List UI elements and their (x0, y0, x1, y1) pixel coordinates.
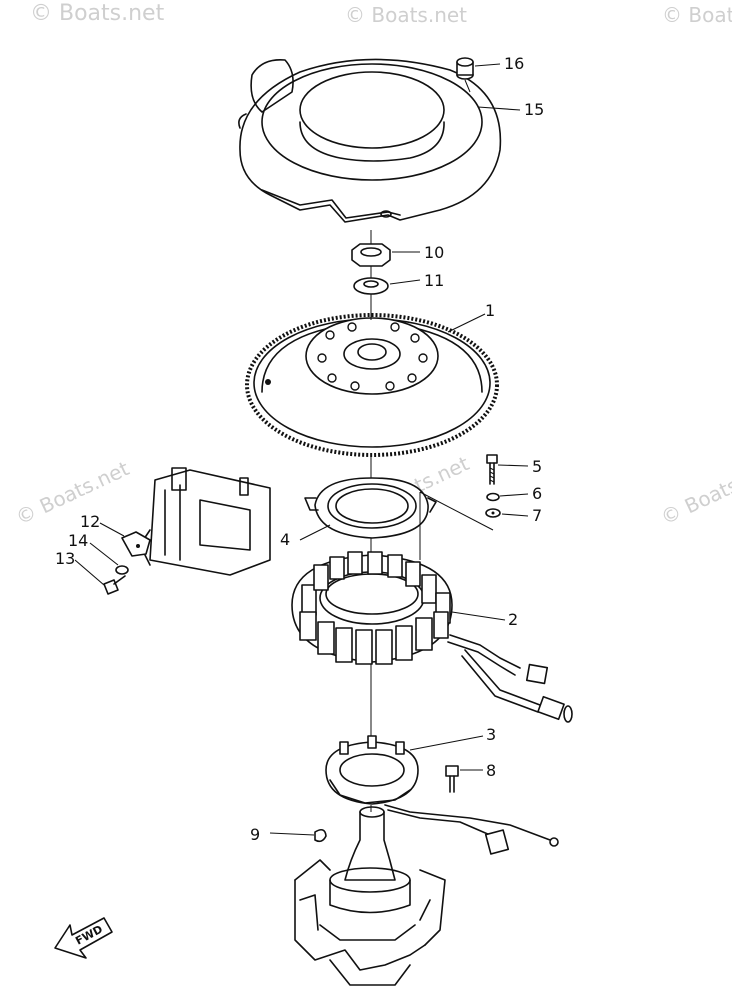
grommet (456, 57, 474, 93)
callout-labels: 1 2 3 4 5 6 7 8 9 10 11 12 13 14 15 16 (55, 54, 544, 844)
stator-base-plate (304, 477, 437, 539)
callout-10: 10 (424, 243, 444, 262)
screw-13 (103, 575, 126, 595)
callout-13: 13 (55, 549, 75, 568)
flywheel (245, 313, 499, 457)
watermark-text: © Boats.net (345, 3, 467, 27)
flywheel-cover (238, 58, 502, 223)
watermark-text: © Boats.net (30, 1, 165, 26)
pulser-coil (325, 735, 559, 855)
callout-16: 16 (504, 54, 524, 73)
cable-clamp (121, 531, 151, 557)
leader-lines (74, 63, 529, 836)
watermark-text: © Boats.net (662, 3, 732, 27)
flywheel-nut (351, 243, 391, 267)
lock-washer-6 (486, 492, 500, 502)
callout-11: 11 (424, 271, 444, 290)
callout-3: 3 (486, 725, 496, 744)
powerhead-side-bracket (139, 467, 271, 576)
callout-7: 7 (532, 506, 542, 525)
callout-9: 9 (250, 825, 260, 844)
callout-15: 15 (524, 100, 544, 119)
fwd-arrow-icon: FWD (54, 917, 113, 959)
callout-1: 1 (485, 301, 495, 320)
stator-coil (291, 551, 573, 723)
woodruff-key (314, 828, 327, 843)
callout-14: 14 (68, 531, 88, 550)
washer-7 (485, 508, 501, 518)
callout-12: 12 (80, 512, 100, 531)
watermark-text: © Boats.net (657, 456, 732, 529)
screw-8 (445, 765, 459, 793)
bolt-5 (486, 454, 498, 485)
callout-6: 6 (532, 484, 542, 503)
watermark-text: © Boats.net (12, 456, 133, 529)
callout-8: 8 (486, 761, 496, 780)
crankshaft-powerhead (294, 806, 446, 986)
washer-14 (115, 565, 129, 575)
callout-2: 2 (508, 610, 518, 629)
callout-5: 5 (532, 457, 542, 476)
callout-4: 4 (280, 530, 290, 549)
flywheel-washer (353, 277, 389, 295)
